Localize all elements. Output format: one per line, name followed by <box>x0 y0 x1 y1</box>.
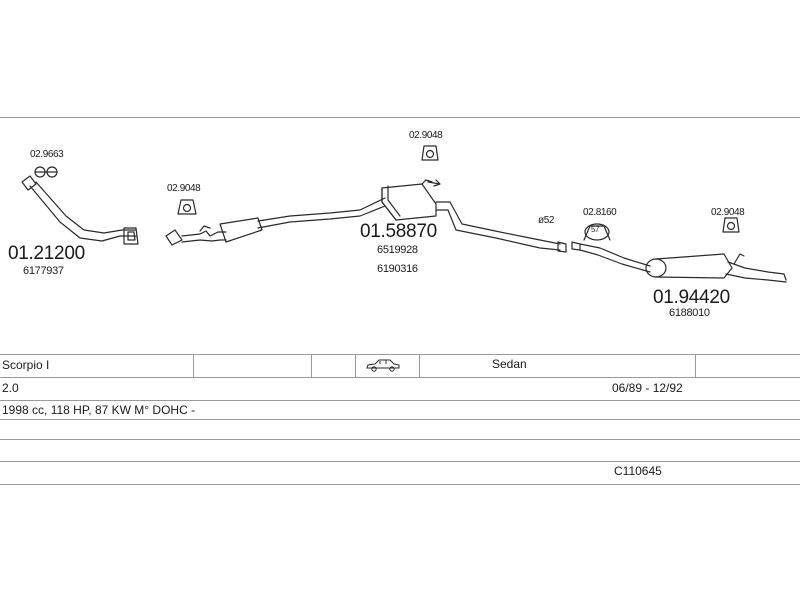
table-divider-4 <box>419 354 420 377</box>
clamp-02-9048-b <box>421 145 439 161</box>
clamp-label-1: 02.9663 <box>30 149 64 160</box>
clamp-02-9048-a <box>177 199 197 215</box>
clamp-label-5: 02.9048 <box>711 207 745 218</box>
exhaust-drawing <box>21 145 787 283</box>
reference-number: C110645 <box>614 464 662 478</box>
table-line-5 <box>0 439 800 440</box>
table-divider-2 <box>311 354 312 377</box>
intermediate-pipe <box>165 197 386 246</box>
table-line-2 <box>0 377 800 378</box>
engine-size: 2.0 <box>2 381 19 395</box>
clamp-02-9663 <box>34 166 58 178</box>
clamp-label-2: 02.9048 <box>167 183 201 194</box>
part-code-center-silencer: 01.58870 <box>360 221 437 242</box>
part-code-front-pipe: 01.21200 <box>8 243 85 264</box>
table-divider-3 <box>355 354 356 377</box>
oem-number-center-2: 6190316 <box>377 263 418 275</box>
top-border-line <box>0 117 800 118</box>
table-divider-1 <box>193 354 194 377</box>
pipe-diameter-label: ø52 <box>538 215 555 226</box>
clamp-label-3: 02.9048 <box>409 130 443 141</box>
table-line-7 <box>0 484 800 485</box>
rear-silencer <box>571 241 787 283</box>
table-divider-5 <box>695 354 696 377</box>
engine-spec: 1998 cc, 118 HP, 87 KW M° DOHC - <box>2 403 196 417</box>
clamp-02-9048-c <box>722 217 740 233</box>
table-line-6 <box>0 461 800 462</box>
oem-number-front-pipe: 6177937 <box>23 265 64 277</box>
production-years: 06/89 - 12/92 <box>612 381 683 395</box>
clamp-label-4: 02.8160 <box>583 207 617 218</box>
oem-number-rear: 6188010 <box>669 307 710 319</box>
oem-number-center-1: 6519928 <box>377 244 418 256</box>
exhaust-system-diagram: 02.9663 01.21200 6177937 02.9048 02.9048… <box>0 118 800 354</box>
ring-size-label: 57 <box>591 225 600 234</box>
clamp-02-8160 <box>583 223 611 241</box>
sedan-car-icon <box>366 358 400 378</box>
center-silencer <box>381 179 567 253</box>
table-line-4 <box>0 419 800 420</box>
front-pipe <box>21 175 139 245</box>
table-line-3 <box>0 400 800 401</box>
body-type: Sedan <box>492 357 527 371</box>
table-line-1 <box>0 354 800 355</box>
vehicle-model: Scorpio I <box>2 358 50 372</box>
part-code-rear-silencer: 01.94420 <box>653 287 730 308</box>
